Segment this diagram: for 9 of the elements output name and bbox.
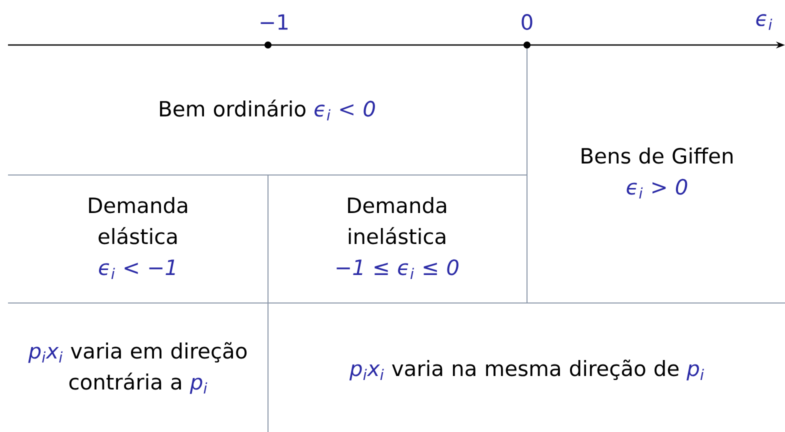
category-text: Bem ordinário ϵ$_{i}$ < 0 bbox=[160, 100, 375, 120]
category-text: p$_{i}$x$_{i}$ varia em direção contrária a p$_{i}$ bbox=[28, 342, 247, 394]
axis-label: −1 bbox=[260, 14, 288, 30]
category-text: Demanda inelástica −1 ≤ ϵ$_{i}$ ≤ 0 bbox=[336, 197, 458, 279]
category-text: Demanda elástica ϵ$_{i}$ < −1 bbox=[89, 197, 188, 279]
axis-label: 0 bbox=[522, 14, 532, 30]
axis-label: ϵ$_{i}$ bbox=[756, 14, 772, 30]
category-text: p$_{i}$x$_{i}$ varia na mesma direção de p$_{i}$ bbox=[349, 360, 704, 380]
category-text: Bens de Giffen ϵ$_{i}$ > 0 bbox=[582, 148, 733, 198]
